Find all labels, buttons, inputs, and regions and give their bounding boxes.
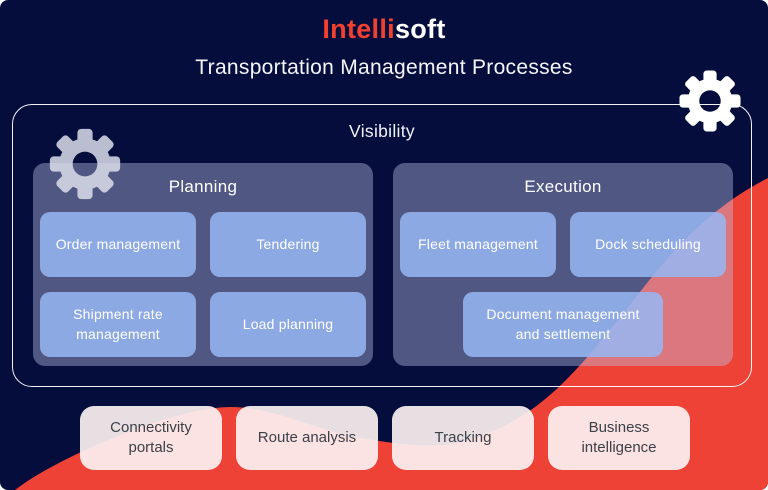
logo-part-red: Intelli	[322, 14, 395, 44]
chip-tendering: Tendering	[210, 212, 366, 277]
panel-execution-label: Execution	[524, 177, 602, 196]
chip-dock-scheduling: Dock scheduling	[570, 212, 726, 277]
card-business-intelligence: Business intelligence	[548, 406, 690, 470]
planning-chip-grid: Order management Tendering Shipment rate…	[40, 212, 366, 357]
visibility-frame: Visibility	[12, 104, 752, 387]
logo-part-white: soft	[394, 14, 446, 44]
card-route-analysis: Route analysis	[236, 406, 378, 470]
chip-order-management: Order management	[40, 212, 196, 277]
chip-fleet-management: Fleet management	[400, 212, 556, 277]
gear-icon	[677, 68, 743, 134]
panel-planning-label: Planning	[168, 177, 238, 196]
panel-planning: Planning Order management Tendering Ship…	[33, 163, 373, 366]
chip-load-planning: Load planning	[210, 292, 366, 357]
page-title: Transportation Management Processes	[195, 56, 573, 79]
visibility-label: Visibility	[349, 121, 415, 141]
card-tracking: Tracking	[392, 406, 534, 470]
panel-execution: Execution Fleet management Dock scheduli…	[393, 163, 733, 366]
chip-shipment-rate-management: Shipment rate management	[40, 292, 196, 357]
card-connectivity-portals: Connectivity portals	[80, 406, 222, 470]
execution-chip-grid: Fleet management Dock scheduling Documen…	[400, 212, 726, 357]
chip-document-management-settlement: Document management and settlement	[463, 292, 663, 357]
intellisoft-logo: Intellisoft	[0, 14, 768, 45]
gear-icon	[47, 126, 123, 202]
